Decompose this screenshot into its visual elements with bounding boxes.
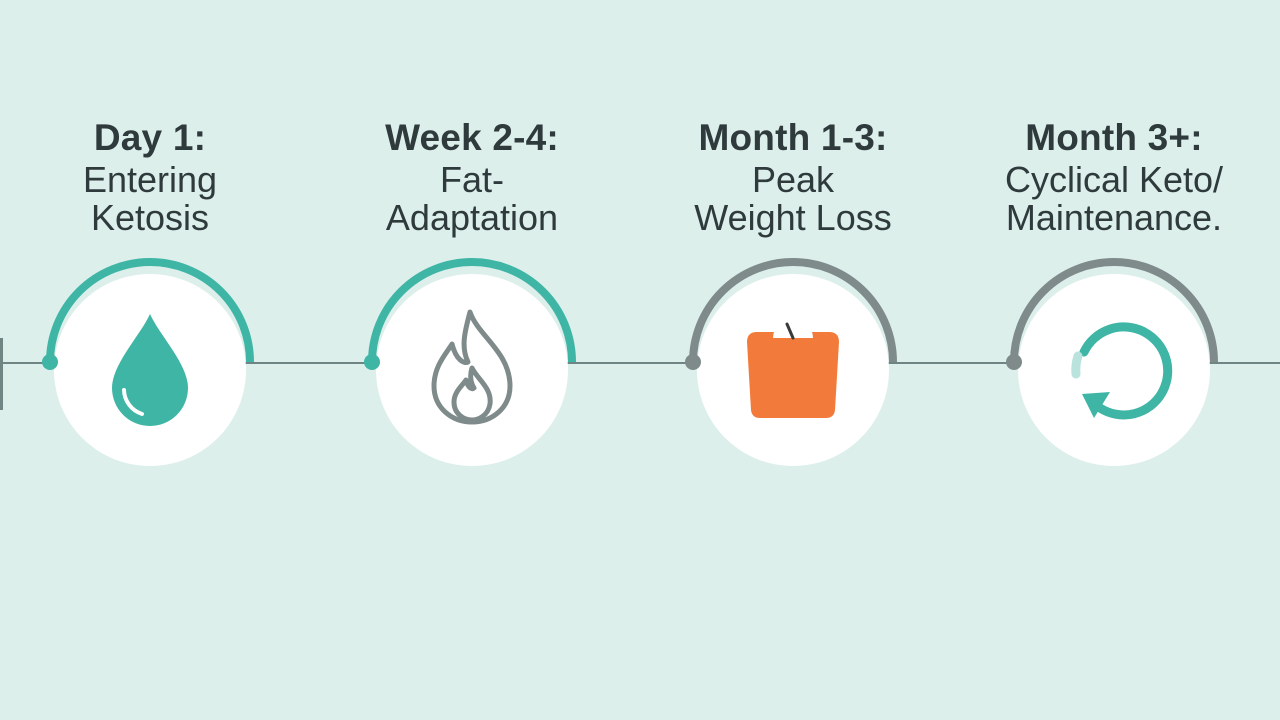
water-drop-icon <box>90 306 210 426</box>
stage-week-2-4: Week 2-4: Fat- Adaptation <box>322 0 622 720</box>
progress-arc <box>1006 258 1222 474</box>
timeline-start-cap <box>0 338 3 410</box>
progress-arc <box>685 258 901 474</box>
timeline-track <box>0 362 1280 364</box>
stage-title: Day 1: <box>93 117 207 158</box>
stage-description: Cyclical Keto/ Maintenance. <box>1004 159 1224 238</box>
stage-day-1: Day 1: Entering Ketosis <box>0 0 300 720</box>
progress-arc <box>42 258 258 474</box>
stage-month-1-3: Month 1-3: Peak Weight Loss <box>643 0 943 720</box>
stage-label: Day 1: Entering Ketosis <box>0 115 300 237</box>
stage-description: Peak Weight Loss <box>694 159 892 238</box>
stage-label: Week 2-4: Fat- Adaptation <box>322 115 622 237</box>
stage-title: Week 2-4: <box>385 117 559 158</box>
stage-description: Entering Ketosis <box>82 159 218 238</box>
stage-circle <box>1018 274 1210 466</box>
progress-arc <box>364 258 580 474</box>
flame-icon <box>412 306 532 426</box>
stage-description: Fat- Adaptation <box>385 159 559 238</box>
stage-title: Month 3+: <box>1025 117 1203 158</box>
stage-label: Month 3+: Cyclical Keto/ Maintenance. <box>964 115 1264 237</box>
stage-title: Month 1-3: <box>698 117 888 158</box>
cycle-arrow-icon <box>1054 306 1174 426</box>
stage-label: Month 1-3: Peak Weight Loss <box>643 115 943 237</box>
scale-icon <box>733 306 853 426</box>
stage-month-3-plus: Month 3+: Cyclical Keto/ Maintenance. <box>964 0 1264 720</box>
